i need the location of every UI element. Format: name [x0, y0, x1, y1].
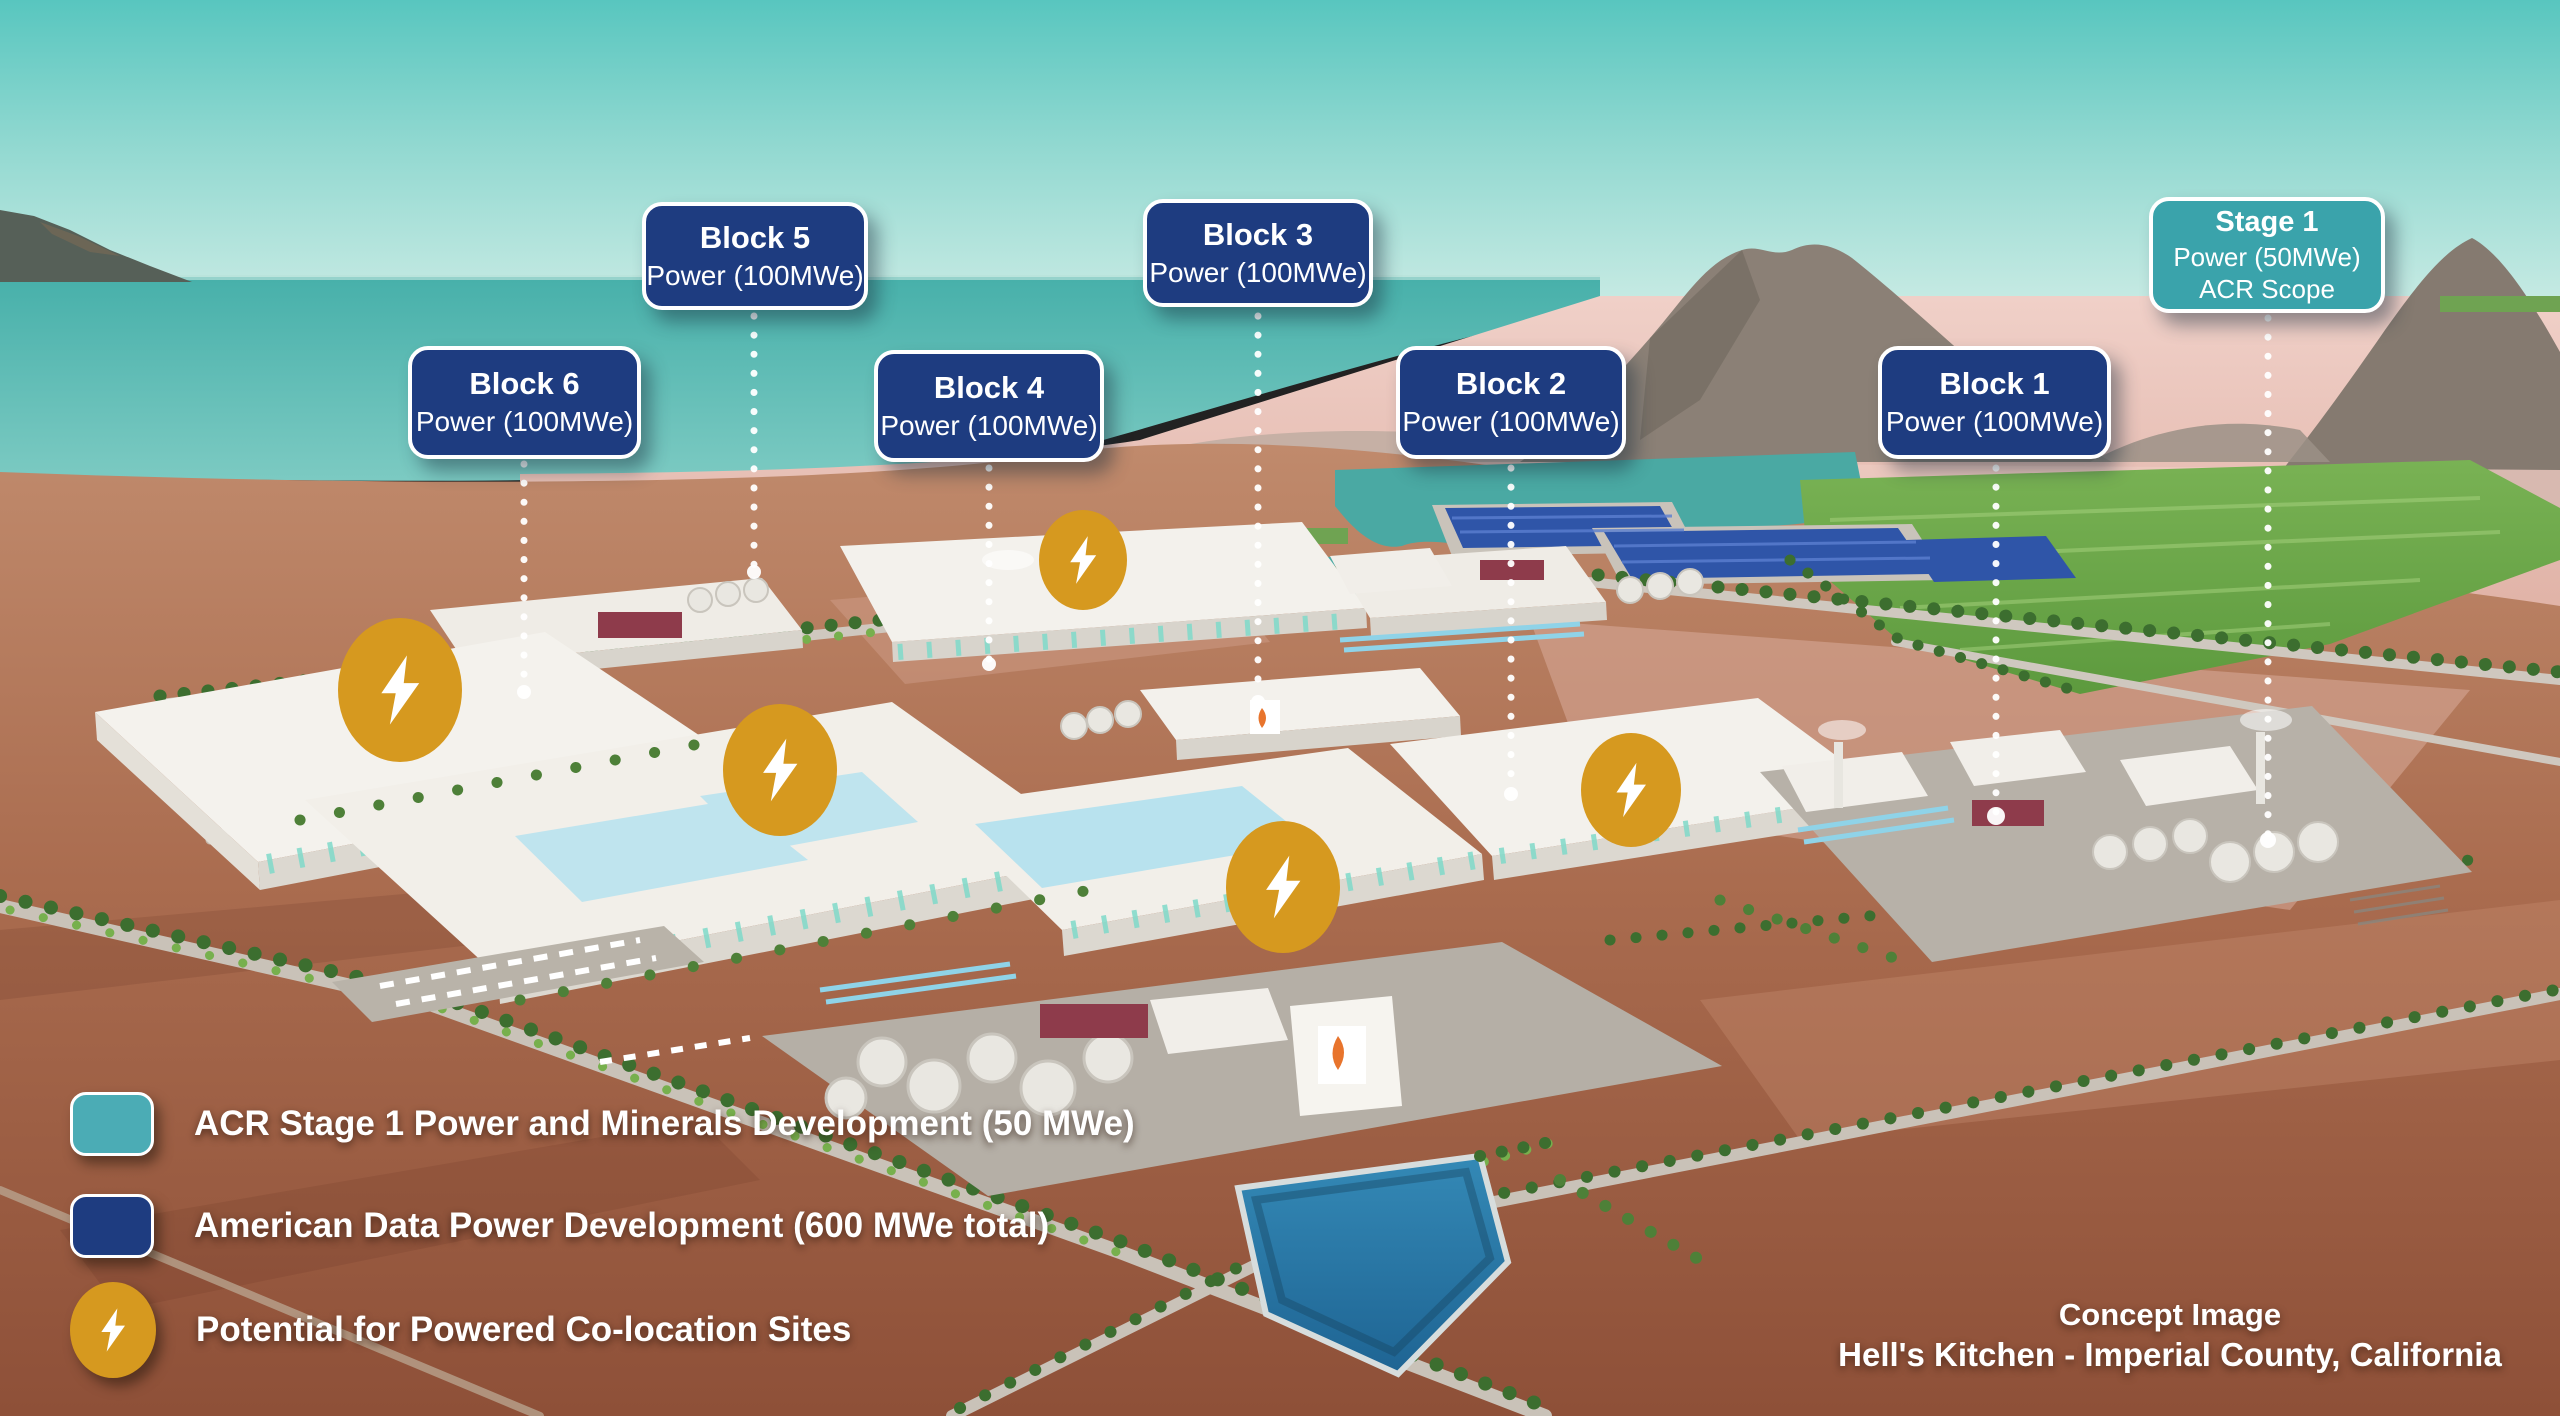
- stack: [2256, 732, 2265, 804]
- callout-block-1: Block 1 Power (100MWe): [1878, 346, 2111, 459]
- callout-subtitle: Power (50MWe): [2173, 242, 2361, 273]
- steam: [1818, 720, 1866, 740]
- flame-logo: [1258, 708, 1266, 728]
- desert-dark-strip-2: [60, 1120, 760, 1310]
- container-stack: [598, 612, 682, 638]
- callout-title: Block 6: [469, 366, 580, 402]
- leader-lines: [520, 312, 2272, 840]
- warehouse-2: [305, 702, 1110, 1022]
- caption-line-1: Concept Image: [2058, 1297, 2282, 1332]
- callout-subtitle: Power (100MWe): [880, 409, 1098, 441]
- callout-subtitle: Power (100MWe): [1885, 406, 2104, 438]
- sea: [0, 277, 1600, 481]
- trucks: [379, 937, 657, 1007]
- callout-title: Block 2: [1455, 366, 1567, 402]
- tank-farm: [2092, 818, 2339, 883]
- flame-logo: [1332, 1036, 1344, 1070]
- pond: [1234, 1134, 1566, 1378]
- callout-block-4: Block 4 Power (100MWe): [874, 350, 1104, 462]
- lightning-bolt-icon: [723, 704, 837, 836]
- callout-block-2: Block 2 Power (100MWe): [1396, 346, 1626, 459]
- lightning-bolt-icon: [1039, 510, 1127, 610]
- trucks: [599, 1035, 751, 1065]
- tank-silos: [687, 568, 1704, 613]
- legend-item-american-data-power: American Data Power Development (600 MWe…: [70, 1194, 1049, 1258]
- callout-title: Block 1: [1939, 366, 2050, 402]
- mid-power-row: [1060, 548, 1461, 760]
- callout-block-3: Block 3 Power (100MWe): [1143, 199, 1373, 307]
- callout-title: Stage 1: [2215, 206, 2319, 239]
- container-stack: [1480, 560, 1544, 580]
- blue-roof-section: [975, 786, 1312, 888]
- desert-light-strip: [1700, 900, 2560, 1140]
- far-green-strip: [2440, 296, 2560, 312]
- container-stack: [1972, 800, 2044, 826]
- callout-title: Block 4: [933, 369, 1045, 405]
- solar-arrays: [1432, 502, 2076, 585]
- callout-subtitle-2: ACR Scope: [2199, 273, 2335, 304]
- navy-swatch-icon: [70, 1194, 154, 1258]
- callout-subtitle: Power (100MWe): [1402, 406, 1620, 438]
- lightning-bolt-icon: [338, 618, 462, 762]
- teal-swatch-icon: [70, 1092, 154, 1156]
- legend-item-colocation: Potential for Powered Co-location Sites: [70, 1282, 851, 1378]
- leader-endpoints: [517, 565, 2276, 848]
- colocation-markers: [338, 510, 1681, 953]
- lightning-bolt-icon: [70, 1282, 156, 1378]
- callout-block-6: Block 6 Power (100MWe): [408, 346, 641, 459]
- lightning-bolt-icon: [1226, 821, 1340, 953]
- process-cluster-bottom: [599, 942, 1722, 1196]
- legend-item-acr-stage1: ACR Stage 1 Power and Minerals Developme…: [70, 1092, 1135, 1156]
- callout-title: Block 3: [1202, 216, 1314, 252]
- power-cluster-right: [1760, 706, 2472, 962]
- callout-subtitle: Power (100MWe): [1149, 256, 1367, 288]
- callout-subtitle: Power (100MWe): [415, 406, 634, 438]
- silo-group: [824, 1032, 1134, 1120]
- container-stack: [1040, 1004, 1148, 1038]
- callout-block-5: Block 5 Power (100MWe): [642, 202, 868, 310]
- tree-clusters: [294, 734, 1906, 1266]
- caption-line-2: Hell's Kitchen - Imperial County, Califo…: [1838, 1336, 2502, 1374]
- callout-stage-1: Stage 1 Power (50MWe) ACR Scope: [2149, 197, 2385, 313]
- green-fields: [1800, 460, 2560, 694]
- cooling-strips: [1339, 621, 1585, 653]
- callout-title: Block 5: [699, 219, 811, 255]
- legend-label: American Data Power Development (600 MWe…: [194, 1206, 1050, 1245]
- legend-label: ACR Stage 1 Power and Minerals Developme…: [194, 1104, 1135, 1143]
- lightning-bolt-icon: [1581, 733, 1681, 847]
- mountain-shading: [1640, 250, 1760, 440]
- stack: [1834, 742, 1843, 808]
- headland-light: [40, 222, 120, 256]
- cooling-strips: [819, 961, 1017, 1005]
- image-caption: Concept Image Hell's Kitchen - Imperial …: [1810, 1296, 2530, 1378]
- legend-label: Potential for Powered Co-location Sites: [196, 1310, 852, 1349]
- steam: [982, 550, 1034, 570]
- substation: [2349, 884, 2449, 926]
- cooling-strips: [1797, 805, 1955, 845]
- callout-subtitle: Power (100MWe): [646, 259, 864, 291]
